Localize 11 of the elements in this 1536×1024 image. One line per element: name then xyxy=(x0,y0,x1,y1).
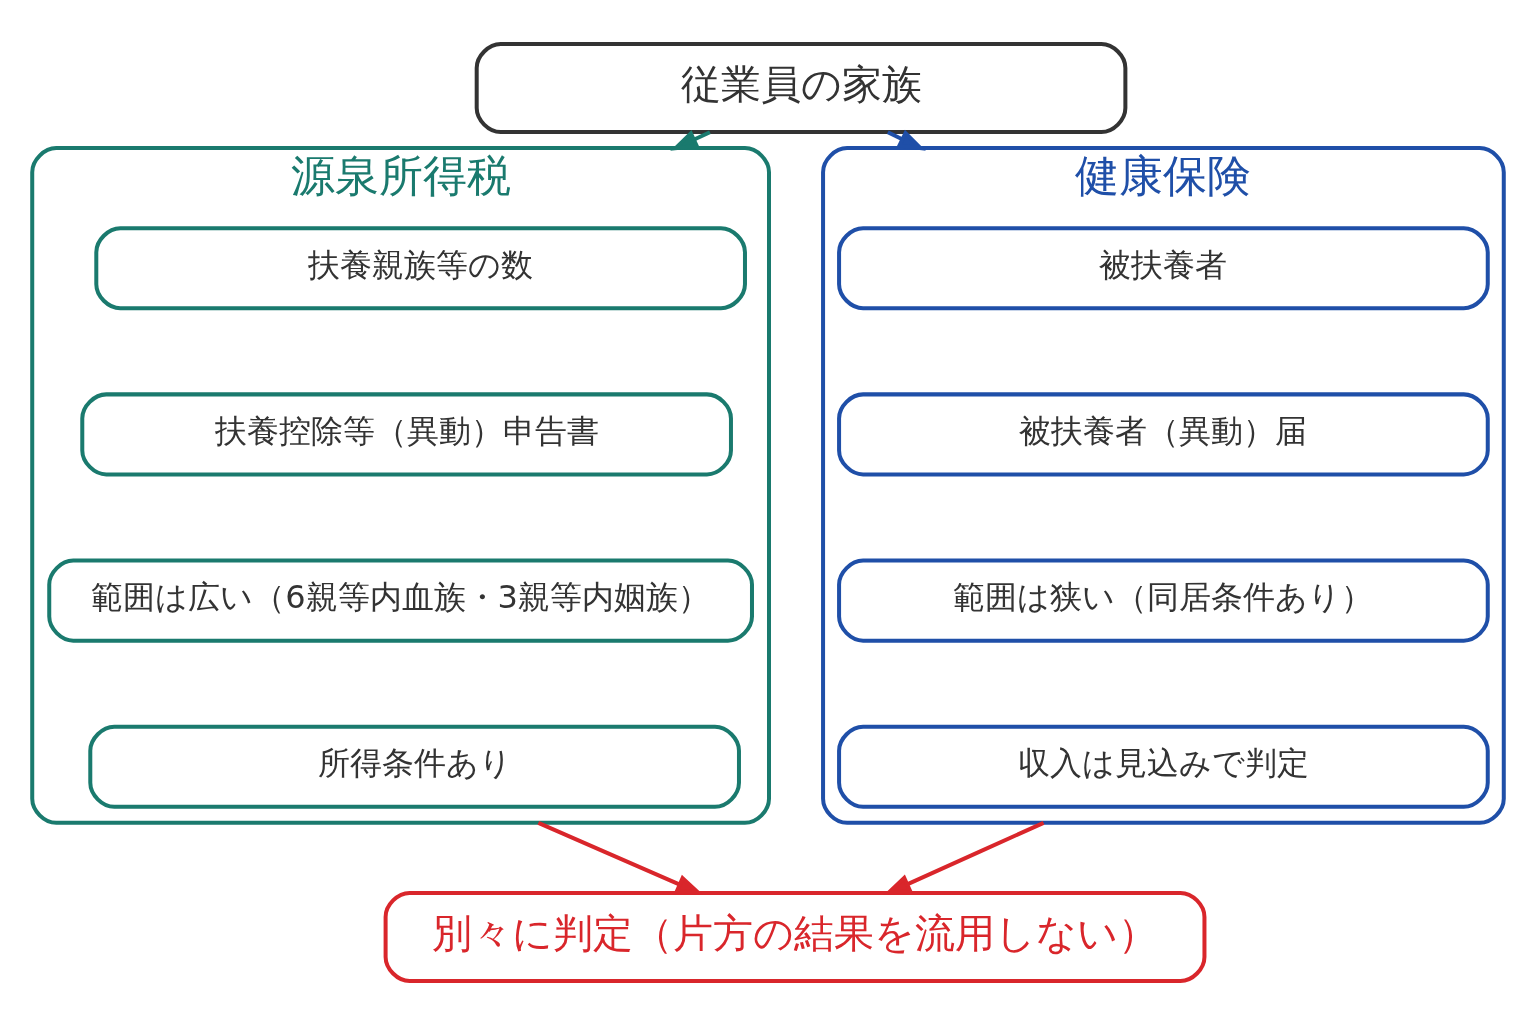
node-box: 別々に判定（片方の結果を流用しない） xyxy=(383,890,1207,983)
node-box: 被扶養者（異動）届 xyxy=(837,391,1490,476)
node-box: 従業員の家族 xyxy=(474,41,1128,134)
arrow xyxy=(670,129,711,151)
node-box: 扶養控除等（異動）申告書 xyxy=(80,391,733,476)
node-box: 収入は見込みで判定 xyxy=(837,724,1490,809)
node-box: 所得条件あり xyxy=(88,724,741,809)
node-box: 範囲は狭い（同居条件あり） xyxy=(837,558,1490,643)
node-box: 範囲は広い（6親等内血族・3親等内姻族） xyxy=(47,558,754,643)
node-box: 被扶養者 xyxy=(837,225,1490,310)
node-box: 扶養親族等の数 xyxy=(94,225,747,310)
